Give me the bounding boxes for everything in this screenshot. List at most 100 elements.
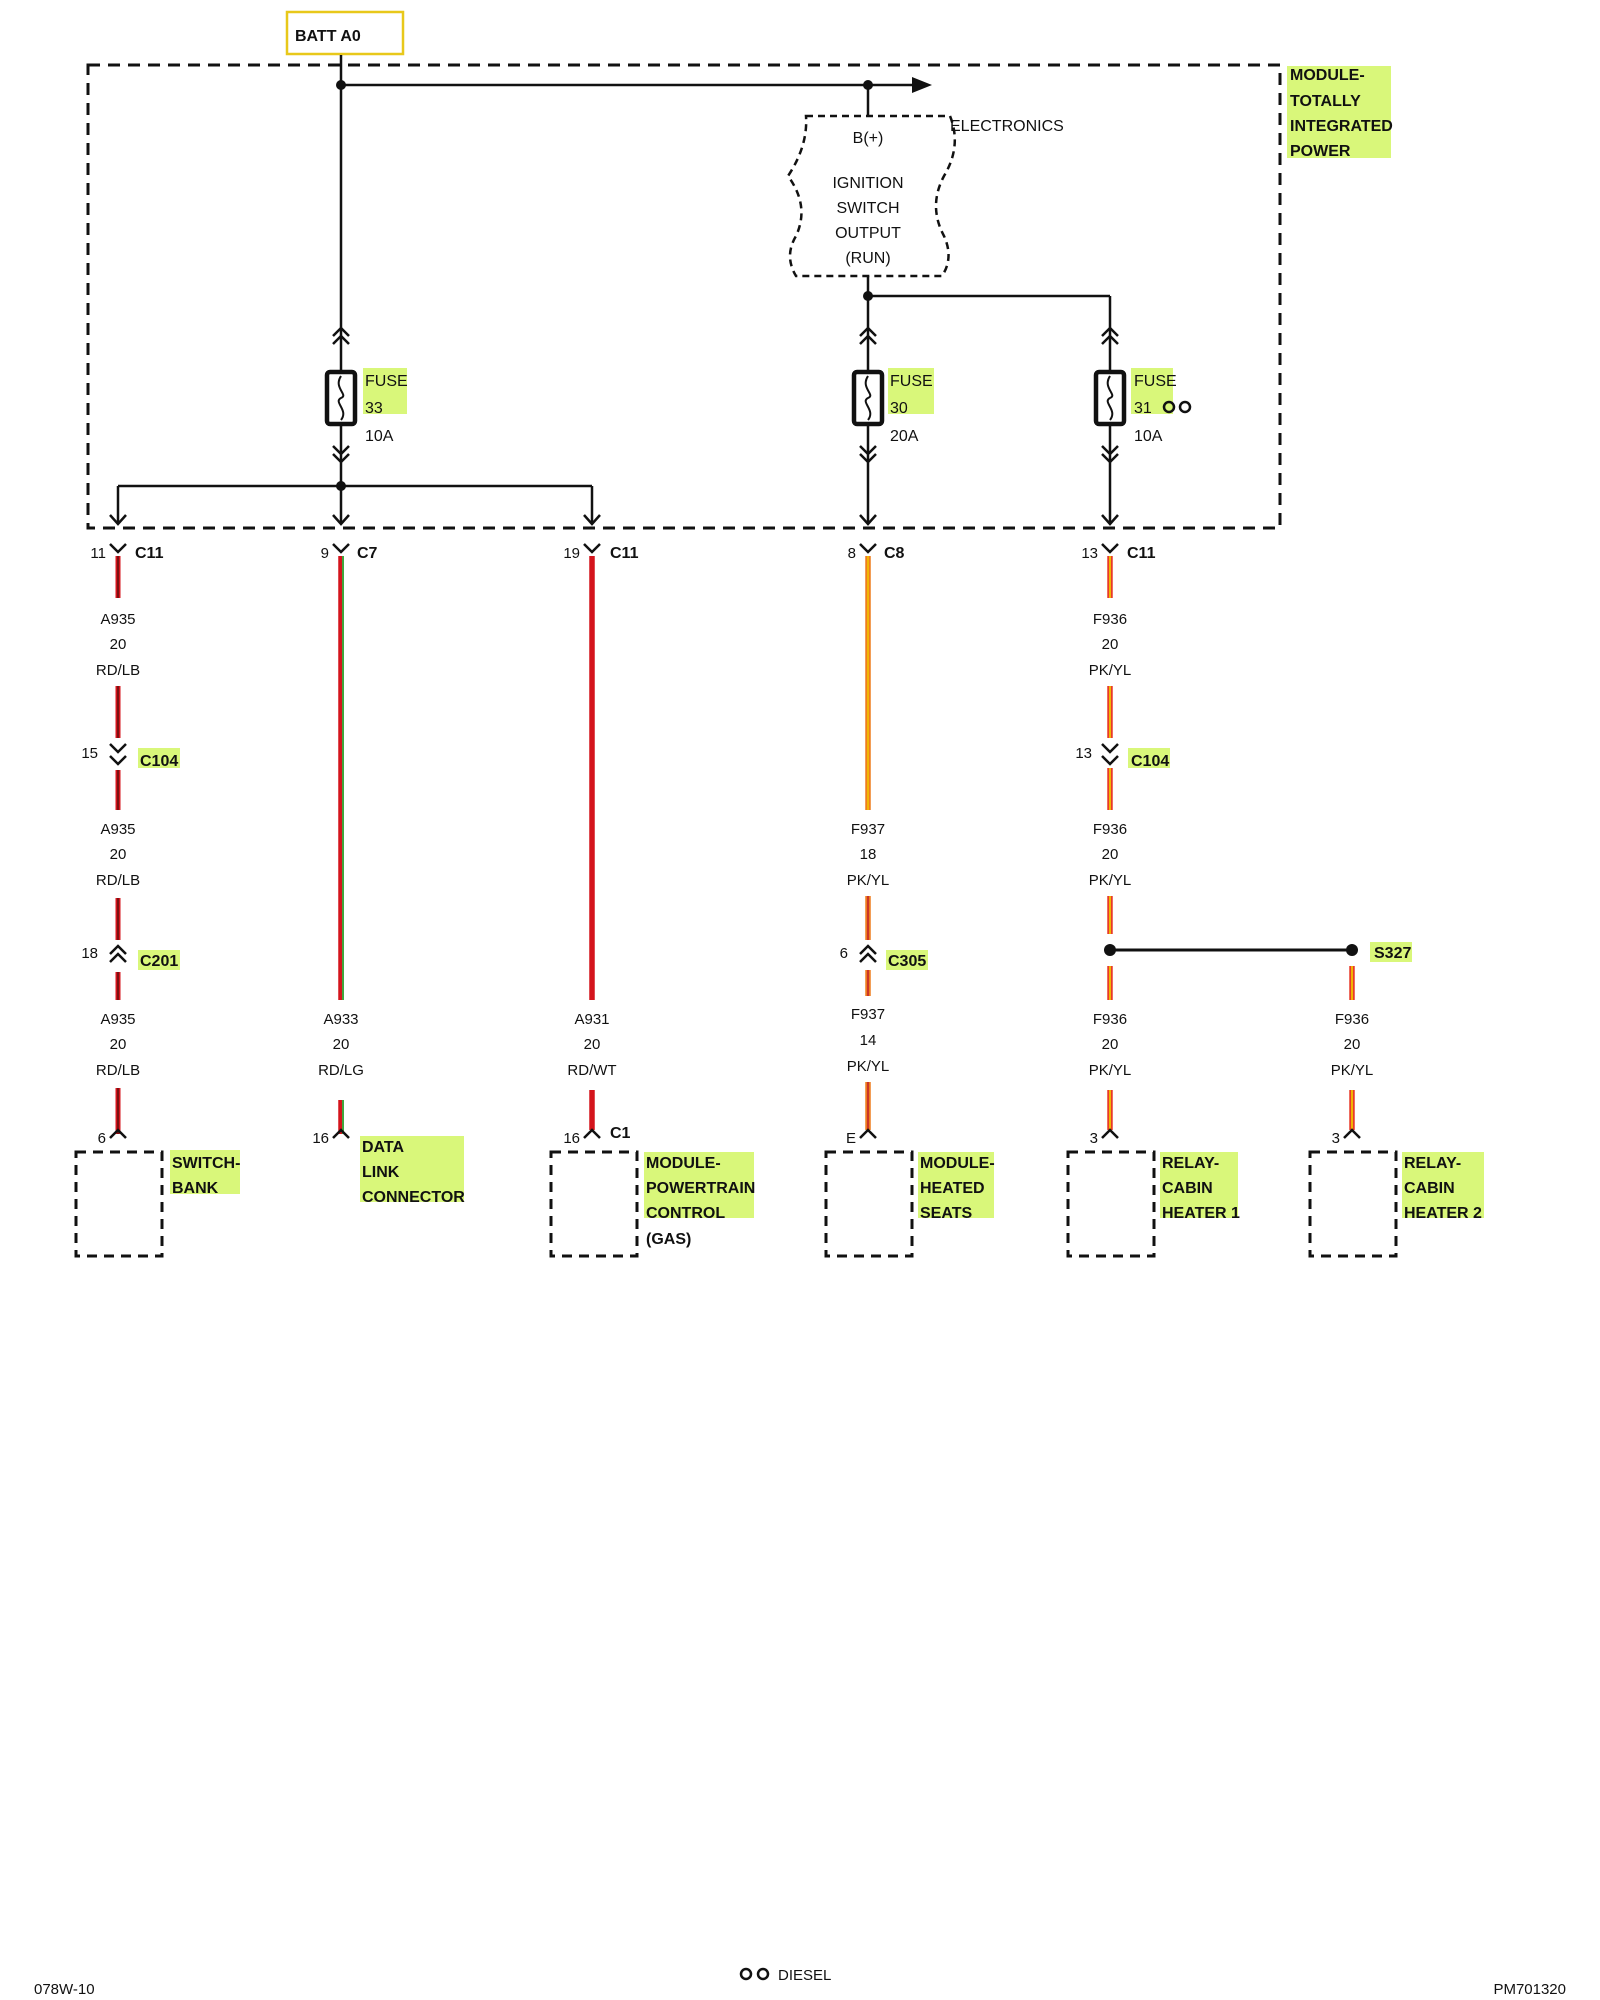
svg-text:30: 30 [890,400,908,417]
svg-text:14: 14 [860,1032,877,1049]
svg-text:18: 18 [81,945,98,962]
svg-text:20: 20 [584,1036,601,1053]
svg-text:RD/LB: RD/LB [96,662,140,679]
tipm-module-box [86,63,1282,530]
svg-text:F936: F936 [1335,1011,1369,1028]
svg-text:MODULE-: MODULE- [1290,67,1365,84]
svg-text:(RUN): (RUN) [845,250,890,267]
svg-text:INTEGRATED: INTEGRATED [1290,118,1393,135]
svg-text:6: 6 [840,945,848,962]
svg-text:RD/LB: RD/LB [96,1062,140,1079]
svg-text:OUTPUT: OUTPUT [835,225,901,242]
svg-text:FUSE: FUSE [365,373,408,390]
footer-diesel-icon [739,1967,770,1981]
svg-text:15: 15 [81,745,98,762]
svg-text:CONTROL: CONTROL [646,1205,725,1222]
svg-text:FUSE: FUSE [1134,373,1177,390]
svg-text:F936: F936 [1093,1011,1127,1028]
svg-text:C104: C104 [1131,753,1169,770]
svg-text:MODULE-: MODULE- [920,1155,995,1172]
svg-text:9: 9 [321,545,329,562]
electronics-label: ELECTRONICS [950,118,1064,135]
fuse-33 [324,322,358,464]
svg-text:MODULE-: MODULE- [646,1155,721,1172]
svg-text:PK/YL: PK/YL [1089,872,1132,889]
svg-text:C11: C11 [610,545,639,562]
svg-text:SEATS: SEATS [920,1205,972,1222]
wire-labels: A935 20 RD/LB A935 20 RD/LB A935 20 RD/L… [96,611,1373,1079]
component-pin-labels: 6 16 16 C1 E 3 3 [98,1125,1340,1147]
switch-bank-box [74,1150,164,1258]
ignition-switch-box [786,114,956,278]
svg-text:13: 13 [1081,545,1098,562]
electronics-arrow-icon [912,77,932,93]
svg-text:A935: A935 [100,821,135,838]
svg-text:RELAY-: RELAY- [1404,1155,1461,1172]
svg-text:18: 18 [860,846,877,863]
svg-text:RD/LG: RD/LG [318,1062,364,1079]
component-pin-symbols [109,1128,1361,1139]
footer-legend: DIESEL [778,1967,831,1984]
svg-text:A935: A935 [100,1011,135,1028]
svg-text:31: 31 [1134,400,1152,417]
svg-text:A933: A933 [323,1011,358,1028]
footer-left: 078W-10 [34,1981,95,1998]
relay-cabin-heater-1-box [1066,1150,1156,1258]
svg-text:TOTALLY: TOTALLY [1290,93,1361,110]
fuse-30 [851,322,885,464]
svg-text:F937: F937 [851,1006,885,1023]
svg-text:HEATED: HEATED [920,1180,985,1197]
svg-text:20: 20 [110,846,127,863]
svg-text:IGNITION: IGNITION [832,175,903,192]
svg-text:C1: C1 [610,1125,631,1142]
svg-text:RD/WT: RD/WT [567,1062,616,1079]
svg-text:RELAY-: RELAY- [1162,1155,1219,1172]
svg-text:16: 16 [312,1130,329,1147]
svg-text:10A: 10A [365,428,394,445]
svg-text:CONNECTOR: CONNECTOR [362,1189,465,1206]
svg-text:SWITCH-: SWITCH- [172,1155,240,1172]
tipm-out-arrows [109,514,1119,526]
svg-text:POWER: POWER [1290,143,1351,160]
svg-text:20: 20 [1102,1036,1119,1053]
svg-text:C305: C305 [888,953,926,970]
splice-s327 [1104,944,1358,956]
svg-text:33: 33 [365,400,383,417]
svg-text:C201: C201 [140,953,178,970]
svg-text:E: E [846,1130,856,1147]
svg-text:20: 20 [333,1036,350,1053]
svg-text:20: 20 [1344,1036,1361,1053]
svg-text:CABIN: CABIN [1162,1180,1213,1197]
svg-text:A931: A931 [574,1011,609,1028]
svg-text:B(+): B(+) [853,130,884,147]
svg-text:BANK: BANK [172,1180,219,1197]
svg-text:10A: 10A [1134,428,1163,445]
svg-text:20: 20 [1102,636,1119,653]
svg-text:F937: F937 [851,821,885,838]
fuse-31 [1093,322,1127,464]
ignition-label: B(+) IGNITION SWITCH OUTPUT (RUN) [832,130,903,267]
svg-text:3: 3 [1090,1130,1098,1147]
svg-text:20: 20 [110,1036,127,1053]
svg-text:3: 3 [1332,1130,1340,1147]
tipm-connector-symbols [109,543,1119,554]
svg-text:20A: 20A [890,428,919,445]
module-powertrain-control-box [549,1150,639,1258]
module-heated-seats-box [824,1150,914,1258]
svg-text:20: 20 [110,636,127,653]
tipm-connector-labels: 11 C11 9 C7 19 C11 8 C8 13 C11 [90,545,1155,562]
svg-text:C8: C8 [884,545,905,562]
wire-f936 [1107,556,1355,1130]
svg-text:DATA: DATA [362,1139,405,1156]
inline-connector-symbols [109,743,1119,963]
svg-text:20: 20 [1102,846,1119,863]
svg-text:C7: C7 [357,545,378,562]
relay-cabin-heater-2-box [1308,1150,1398,1258]
svg-text:11: 11 [90,545,106,562]
inline-connector-labels: 15 C104 13 C104 18 C201 6 C305 [81,745,1169,970]
svg-text:FUSE: FUSE [890,373,933,390]
internal-bus [116,55,1112,523]
svg-text:HEATER 2: HEATER 2 [1404,1205,1482,1222]
svg-text:C104: C104 [140,753,178,770]
